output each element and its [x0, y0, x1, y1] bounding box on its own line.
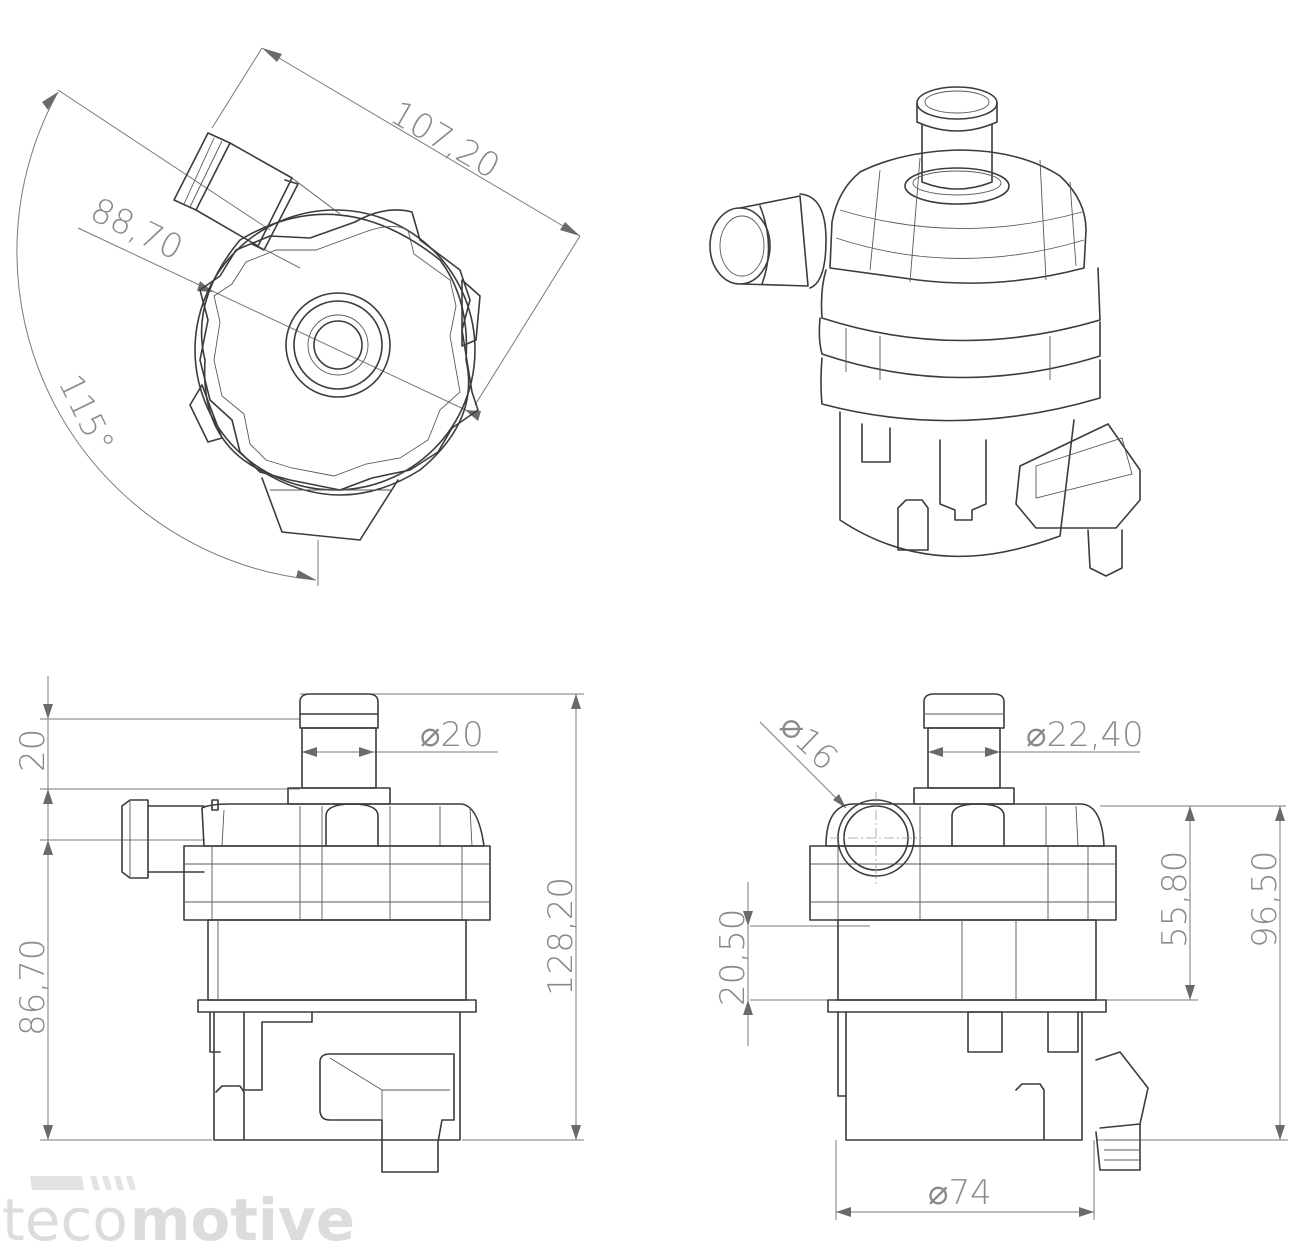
dim-angle-115: 115°: [50, 368, 122, 459]
tecomotive-logo: teco motive: [2, 1176, 355, 1250]
side-view-drawing: 20 ⌀20 128,20 86,70: [13, 676, 584, 1173]
dim-height-55-80: 55,80: [1155, 851, 1195, 948]
dim-inlet-height: 20: [13, 729, 53, 772]
isometric-view-drawing: [709, 86, 1141, 577]
dim-total-height: 128,20: [541, 877, 581, 996]
top-view-drawing: 107,20 88,70 115°: [16, 47, 581, 586]
front-view-drawing: ⌀16 ⌀22,40 55,80 96,50 20,50 ⌀74: [713, 693, 1288, 1220]
dim-side-outlet-height: 86,70: [13, 939, 53, 1036]
dim-inlet-diameter: ⌀20: [420, 715, 484, 755]
logo-text-motive: motive: [130, 1186, 355, 1250]
logo-text-teco: teco: [2, 1186, 128, 1250]
dim-top-outlet-diameter: ⌀22,40: [1026, 715, 1144, 755]
dim-width-88-70: 88,70: [84, 190, 189, 269]
dim-length-107-20: 107,20: [384, 93, 507, 187]
dim-side-outlet-diameter: ⌀16: [772, 706, 846, 779]
dim-band-20-50: 20,50: [713, 909, 753, 1006]
dim-body-diameter: ⌀74: [928, 1173, 992, 1213]
dim-height-96-50: 96,50: [1245, 851, 1285, 948]
